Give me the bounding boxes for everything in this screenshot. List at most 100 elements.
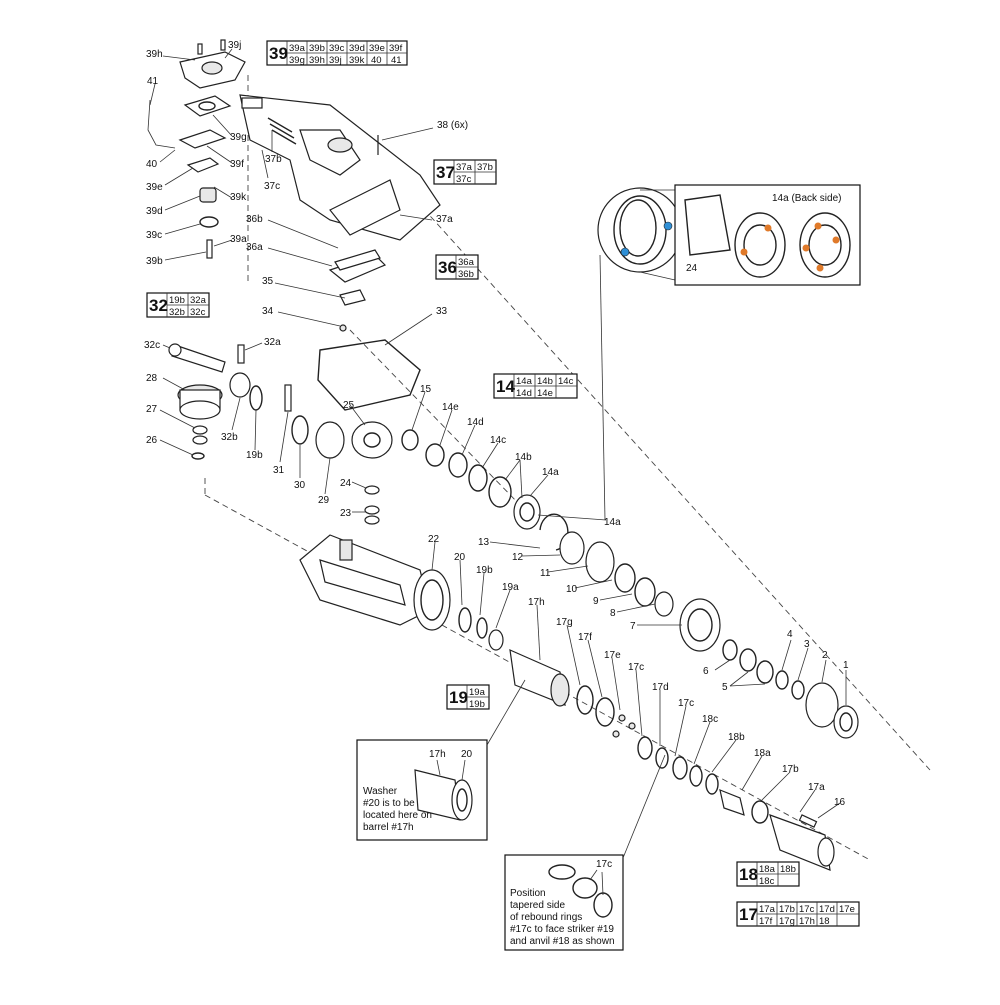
- kit-36-number: 36: [438, 258, 457, 277]
- label-32b: 32b: [221, 432, 238, 443]
- kit-table-32: 32 19b 32a 32b 32c: [146, 292, 210, 318]
- label-37b: 37b: [265, 154, 282, 165]
- label-39f: 39f: [230, 159, 244, 170]
- part-labels: 39h 39j 41 39g 39f 40 39e 39k 39d 39c 39…: [144, 40, 849, 808]
- kit-37-cell: 37a: [456, 162, 473, 173]
- label-14c: 14c: [490, 435, 506, 446]
- label-39j: 39j: [228, 40, 241, 51]
- housing-plates: [328, 249, 387, 332]
- label-17c: 17c: [628, 662, 644, 673]
- label-37c: 37c: [264, 181, 280, 192]
- label-39d: 39d: [146, 206, 163, 217]
- kit-39-cell: 41: [391, 55, 402, 66]
- crank-gear-group: [168, 343, 393, 525]
- blue-marker-icon: [663, 221, 673, 231]
- label-12: 12: [512, 552, 524, 563]
- orange-marker-icon: [814, 222, 822, 230]
- rebound-note-line4: #17c to face striker #19: [510, 924, 614, 935]
- kit-14-cell: 14c: [558, 376, 574, 387]
- kit-18-cell: 18a: [759, 864, 776, 875]
- label-36a: 36a: [246, 242, 263, 253]
- kit-18-cell: 18b: [780, 864, 796, 875]
- label-39e: 39e: [146, 182, 163, 193]
- orange-marker-icon: [764, 224, 772, 232]
- kit-17-cell: 18: [819, 916, 830, 927]
- label-15: 15: [420, 384, 432, 395]
- kit-18-number: 18: [739, 865, 758, 884]
- kit-table-18: 18 18a 18b 18c: [736, 861, 800, 887]
- kit-32-cell: 32a: [190, 295, 207, 306]
- label-28: 28: [146, 373, 158, 384]
- kit-18-cell: 18c: [759, 876, 775, 887]
- label-22: 22: [428, 534, 440, 545]
- label-39h: 39h: [146, 49, 163, 60]
- kit-39-cell: 39f: [389, 43, 403, 54]
- kit-32-cell: 32b: [169, 307, 185, 318]
- label-40: 40: [146, 159, 158, 170]
- label-8: 8: [610, 608, 616, 619]
- label-14e: 14e: [442, 402, 459, 413]
- label-37a: 37a: [436, 214, 453, 225]
- kit-37-number: 37: [436, 163, 455, 182]
- kit-14-number: 14: [496, 377, 515, 396]
- kit-19-cell: 19b: [469, 699, 485, 710]
- back-side-detail-inset: 14a (Back side) 24: [597, 184, 861, 521]
- label-11: 11: [540, 568, 551, 579]
- label-19b-lower: 19b: [476, 565, 493, 576]
- orange-marker-icon: [832, 236, 840, 244]
- label-2: 2: [822, 650, 828, 661]
- orange-marker-icon: [740, 248, 748, 256]
- kit-17-cell: 17g: [779, 916, 795, 927]
- label-34: 34: [262, 306, 274, 317]
- kit-17-cell: 17d: [819, 904, 835, 915]
- kit-14-cell: 14b: [537, 376, 553, 387]
- kit-39-cell: 39g: [289, 55, 305, 66]
- label-9: 9: [593, 596, 599, 607]
- gasket-33: [317, 339, 421, 411]
- kit-39-cell: 39c: [329, 43, 345, 54]
- kit-39-cell: 39k: [349, 55, 365, 66]
- label-26: 26: [146, 435, 158, 446]
- kit-39-cell: 39e: [369, 43, 385, 54]
- label-24: 24: [340, 478, 352, 489]
- kit-14-cell: 14a: [516, 376, 533, 387]
- rebound-note-line2: tapered side: [510, 900, 565, 911]
- label-18a: 18a: [754, 748, 771, 759]
- kit-32-cell: 19b: [169, 295, 185, 306]
- label-18c: 18c: [702, 714, 718, 725]
- label-39g: 39g: [230, 132, 247, 143]
- inset-label-20: 20: [461, 749, 473, 760]
- kit-17-cell: 17a: [759, 904, 776, 915]
- kit-19-cell: 19a: [469, 687, 486, 698]
- kit-32-cell: 32c: [190, 307, 206, 318]
- label-17e: 17e: [604, 650, 621, 661]
- kit-36-cell: 36b: [458, 269, 474, 280]
- orange-marker-icon: [802, 244, 810, 252]
- kit-17-cell: 17b: [779, 904, 795, 915]
- label-31: 31: [273, 465, 285, 476]
- rebound-note-line1: Position: [510, 888, 546, 899]
- label-17f: 17f: [578, 632, 592, 643]
- label-36b: 36b: [246, 214, 263, 225]
- label-23: 23: [340, 508, 352, 519]
- kit-17-cell: 17e: [839, 904, 855, 915]
- label-19a: 19a: [502, 582, 519, 593]
- kit-32-number: 32: [149, 296, 168, 315]
- label-10: 10: [566, 584, 578, 595]
- rebound-note-line5: and anvil #18 as shown: [510, 936, 615, 947]
- label-32a: 32a: [264, 337, 281, 348]
- label-7: 7: [630, 621, 636, 632]
- label-14d: 14d: [467, 417, 484, 428]
- rebound-ring-inset: 17c Position tapered side of rebound rin…: [504, 754, 666, 951]
- label-32c: 32c: [144, 340, 160, 351]
- label-17g: 17g: [556, 617, 573, 628]
- label-35: 35: [262, 276, 274, 287]
- label-27: 27: [146, 404, 158, 415]
- label-17c-second: 17c: [678, 698, 694, 709]
- inset-label-17h: 17h: [429, 749, 446, 760]
- kit-39-cell: 39j: [329, 55, 342, 66]
- kit-14-cell: 14d: [516, 388, 532, 399]
- kit-37-cell: 37b: [477, 162, 493, 173]
- washer-note-line2: #20 is to be: [363, 798, 415, 809]
- label-24-inset: 24: [686, 263, 698, 274]
